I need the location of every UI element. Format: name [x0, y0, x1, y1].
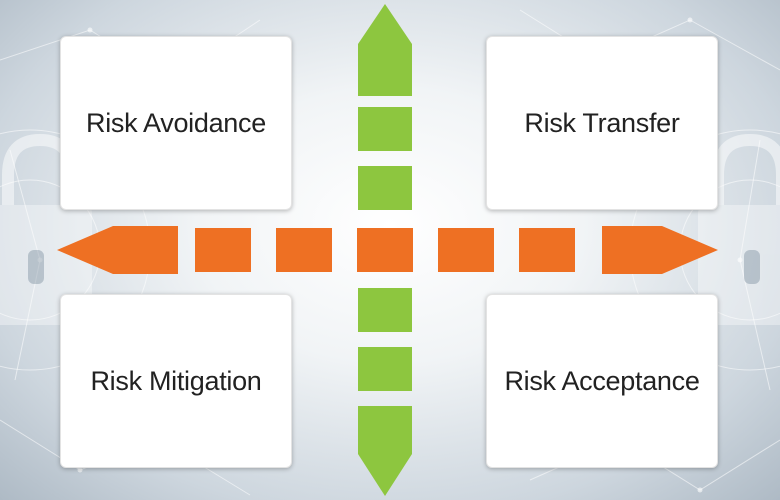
vertical-arrow-dash: [358, 347, 412, 391]
risk-transfer-box: Risk Transfer: [486, 36, 718, 210]
risk-acceptance-label: Risk Acceptance: [504, 365, 700, 396]
vertical-arrow-dash: [358, 107, 412, 151]
risk-avoidance-label: Risk Avoidance: [86, 107, 266, 138]
horizontal-arrow-head-left: [57, 226, 178, 274]
vertical-arrow-dash: [358, 166, 412, 210]
horizontal-arrow-dash: [357, 228, 413, 272]
vertical-arrow-dash: [358, 288, 412, 332]
horizontal-arrow-head-right: [602, 226, 718, 274]
horizontal-arrow-dash: [195, 228, 251, 272]
horizontal-dashed-arrow-icon: [57, 226, 718, 274]
horizontal-arrow-dash: [519, 228, 575, 272]
risk-acceptance-box: Risk Acceptance: [486, 294, 718, 468]
horizontal-arrow-dash: [276, 228, 332, 272]
risk-mitigation-box: Risk Mitigation: [60, 294, 292, 468]
risk-mitigation-label: Risk Mitigation: [90, 365, 262, 396]
risk-avoidance-box: Risk Avoidance: [60, 36, 292, 210]
vertical-arrow-head-top: [358, 4, 412, 96]
vertical-arrow-head-bottom: [358, 406, 412, 496]
risk-transfer-label: Risk Transfer: [524, 107, 680, 138]
padlock-icon: [698, 133, 780, 325]
vertical-dashed-arrow-icon: [358, 4, 412, 496]
horizontal-arrow-dash: [438, 228, 494, 272]
